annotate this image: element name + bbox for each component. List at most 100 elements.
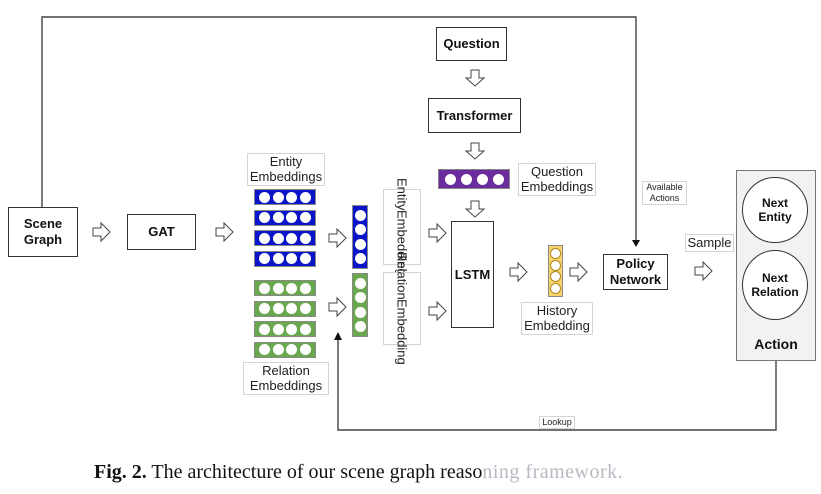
embedding-dot: [354, 277, 366, 289]
embedding-dot: [259, 212, 271, 223]
relation-embedding-row: [254, 341, 316, 358]
embedding-dot: [259, 232, 271, 244]
embedding-dot: [354, 292, 366, 304]
question-node: Question: [436, 27, 507, 61]
arrow-entity-to-entity-vec: [328, 228, 347, 248]
embedding-dot: [259, 253, 271, 264]
lookup-label: Lookup: [539, 416, 575, 429]
arrow-question-to-transformer: [465, 69, 485, 87]
embedding-dot: [354, 306, 366, 318]
embedding-dot: [354, 209, 366, 221]
relation-embedding-row: [254, 300, 316, 317]
next-entity-label-1: Next: [761, 196, 788, 210]
arrow-lstm-to-history: [509, 262, 528, 282]
embedding-dot: [550, 259, 561, 271]
caption-faded-tail: ning framework.: [482, 461, 624, 483]
arrow-history-to-policy: [569, 262, 588, 282]
scene-graph-to-policy-line: [41, 16, 637, 240]
lookup-arrowhead: [334, 332, 342, 340]
next-relation-label-1: Next: [761, 271, 788, 285]
embedding-dot: [299, 253, 311, 264]
embedding-dot: [272, 303, 284, 314]
arrow-policy-to-action: [694, 261, 713, 281]
entity-embedding-vertical-label-2: Embedding: [394, 210, 410, 277]
embedding-dot: [286, 232, 298, 244]
caption-text: The architecture of our scene graph reas…: [151, 461, 483, 483]
entity-embedding-vector: [352, 205, 368, 269]
relation-embedding-vertical-label-1: Relation: [394, 251, 410, 300]
history-embedding-vector: [548, 245, 563, 297]
entity-embedding-row: [254, 189, 316, 205]
lstm-label: LSTM: [454, 266, 491, 282]
embedding-dot: [259, 282, 271, 294]
history-embedding-label: History Embedding: [521, 302, 593, 335]
embedding-dot: [354, 224, 366, 236]
embedding-dot: [550, 248, 561, 260]
available-actions-label-1: Available: [646, 182, 683, 192]
embedding-dot: [272, 323, 284, 335]
embedding-dot: [460, 173, 472, 185]
embedding-dot: [354, 253, 366, 265]
relation-embeddings-stack: [252, 280, 318, 362]
next-relation-label-2: Relation: [751, 285, 799, 299]
arrow-qemb-to-lstm: [465, 200, 485, 218]
embedding-dot: [299, 282, 311, 294]
policy-label-2: Network: [609, 272, 662, 287]
available-actions-label: Available Actions: [642, 181, 687, 205]
embedding-dot: [286, 282, 298, 294]
entity-embeddings-label: Entity Embeddings: [247, 153, 325, 186]
policy-arrowhead: [632, 240, 640, 247]
embedding-dot: [259, 191, 271, 203]
arrow-transformer-to-qemb: [465, 142, 485, 160]
question-embedding-vector: [438, 169, 510, 189]
arrow-scene-to-gat: [92, 222, 111, 242]
embedding-dot: [299, 344, 311, 355]
embedding-dot: [476, 173, 488, 185]
question-embeddings-label-1: Question: [530, 164, 584, 179]
entity-embedding-row: [254, 250, 316, 267]
gat-node: GAT: [127, 214, 196, 250]
embedding-dot: [492, 173, 504, 185]
embedding-dot: [272, 191, 284, 203]
history-embedding-label-1: History: [536, 303, 578, 318]
action-label: Action: [754, 336, 798, 352]
embedding-dot: [259, 344, 271, 355]
sample-label: Sample: [685, 234, 734, 252]
scene-graph-label-2: Graph: [23, 232, 63, 247]
entity-embedding-row: [254, 209, 316, 226]
embedding-dot: [286, 344, 298, 355]
transformer-node: Transformer: [428, 98, 521, 133]
transformer-label: Transformer: [436, 107, 513, 123]
figure-caption: Fig. 2. The architecture of our scene gr…: [94, 461, 623, 484]
embedding-dot: [272, 253, 284, 264]
entity-embeddings-label-1: Entity: [269, 154, 303, 169]
embedding-dot: [259, 323, 271, 335]
arrow-relation-to-relation-vec: [328, 297, 347, 317]
embedding-dot: [299, 303, 311, 314]
embedding-dot: [286, 191, 298, 203]
embedding-dot: [272, 344, 284, 355]
embedding-dot: [286, 212, 298, 223]
embedding-dot: [299, 323, 311, 335]
available-actions-label-2: Actions: [649, 193, 680, 203]
embedding-dot: [286, 253, 298, 264]
entity-embedding-row: [254, 230, 316, 246]
history-embedding-label-2: Embedding: [524, 318, 590, 333]
next-entity-label-2: Entity: [758, 210, 792, 224]
embedding-dot: [272, 232, 284, 244]
embedding-dot: [354, 238, 366, 250]
arrow-entity-vec-to-lstm: [428, 223, 447, 243]
question-label: Question: [443, 36, 500, 51]
arrow-relation-vec-to-lstm: [428, 301, 447, 321]
relation-embedding-row: [254, 321, 316, 337]
entity-embedding-vertical-label-1: Entity: [394, 177, 410, 211]
lstm-node: LSTM: [451, 221, 494, 328]
question-embeddings-label: Question Embeddings: [518, 163, 596, 196]
embedding-dot: [550, 282, 561, 294]
arrow-gat-to-embeddings: [215, 222, 234, 242]
relation-embeddings-label-1: Relation: [262, 363, 310, 378]
